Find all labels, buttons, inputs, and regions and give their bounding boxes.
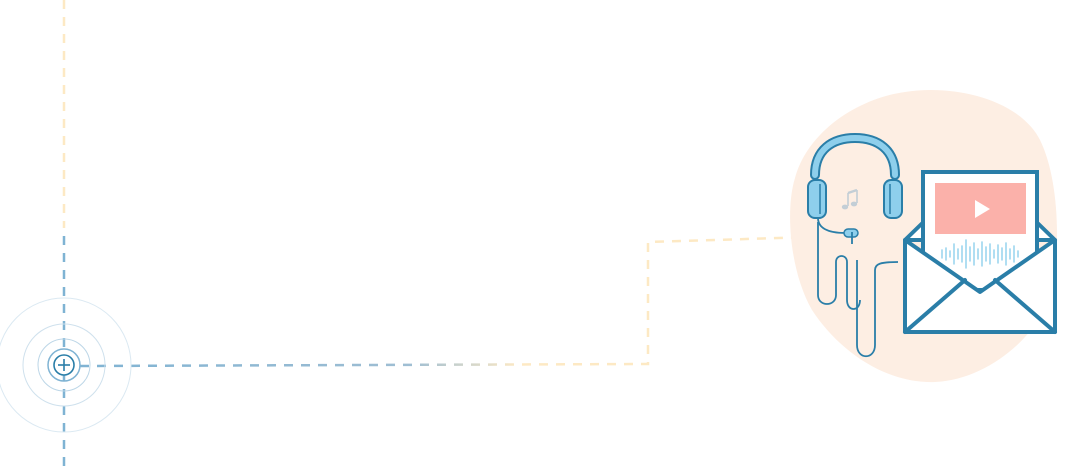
video-play-icon — [935, 183, 1026, 234]
envelope-icon — [903, 170, 1057, 334]
target-icon — [0, 297, 132, 433]
headphones-icon — [807, 132, 903, 358]
connector-path — [79, 235, 813, 368]
music-note-icon — [841, 188, 858, 210]
audio-waveform-icon — [941, 239, 1019, 269]
